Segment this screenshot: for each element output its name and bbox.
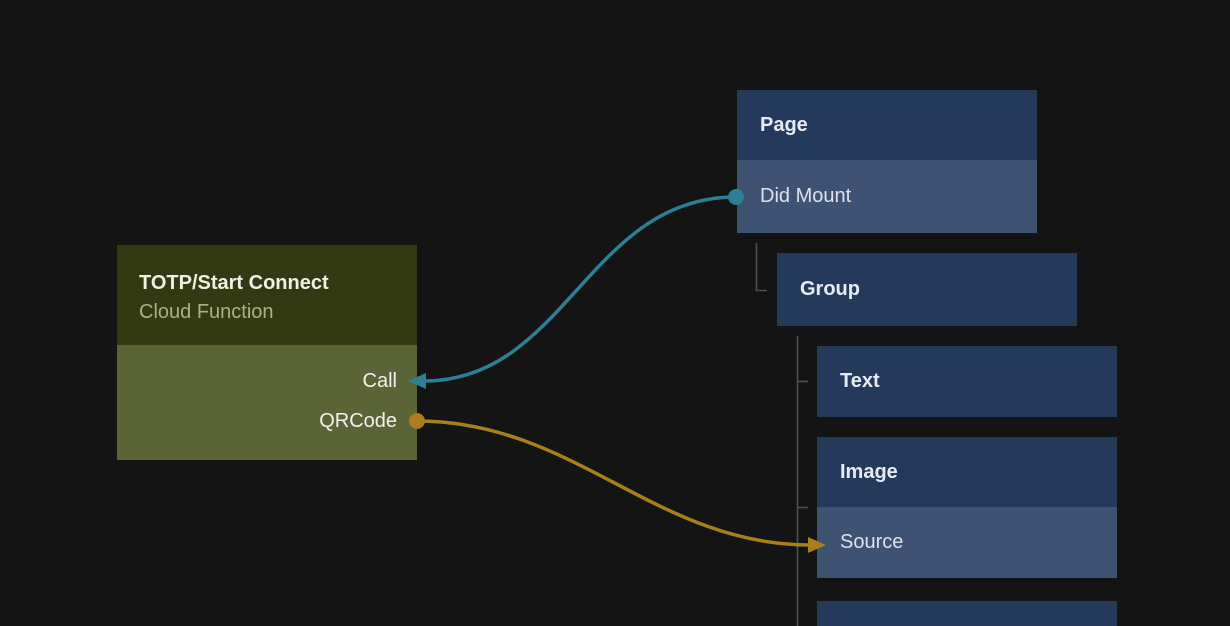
tree-node-partial[interactable] xyxy=(817,601,1117,626)
edge-qrcode-to-source[interactable] xyxy=(416,419,811,547)
node-cloud-function[interactable]: TOTP/Start Connect Cloud Function Call Q… xyxy=(117,245,417,460)
tree-node-text[interactable]: Text xyxy=(817,346,1117,417)
tree-node-image[interactable]: Image Source xyxy=(817,437,1117,578)
cloud-function-header: TOTP/Start Connect Cloud Function xyxy=(117,245,417,345)
output-port-qrcode[interactable]: QRCode xyxy=(319,410,397,432)
tree-node-group-title[interactable]: Group xyxy=(777,253,1077,326)
tree-line-page-to-group xyxy=(755,243,767,292)
cloud-function-outputs: Call QRCode xyxy=(117,345,417,460)
tree-node-image-title[interactable]: Image xyxy=(817,437,1117,507)
tree-node-page[interactable]: Page Did Mount xyxy=(737,90,1037,233)
cloud-function-subtitle: Cloud Function xyxy=(139,301,274,323)
cloud-function-title: TOTP/Start Connect xyxy=(139,272,329,294)
tree-node-partial-title[interactable] xyxy=(817,601,1117,626)
edge-didmount-to-call[interactable] xyxy=(423,195,737,383)
tree-node-text-title[interactable]: Text xyxy=(817,346,1117,417)
output-port-call[interactable]: Call xyxy=(362,370,397,392)
tree-node-image-prop-source[interactable]: Source xyxy=(817,507,1117,578)
tree-node-page-title[interactable]: Page xyxy=(737,90,1037,160)
tree-node-page-event-did-mount[interactable]: Did Mount xyxy=(737,160,1037,233)
tree-node-group[interactable]: Group xyxy=(777,253,1077,326)
